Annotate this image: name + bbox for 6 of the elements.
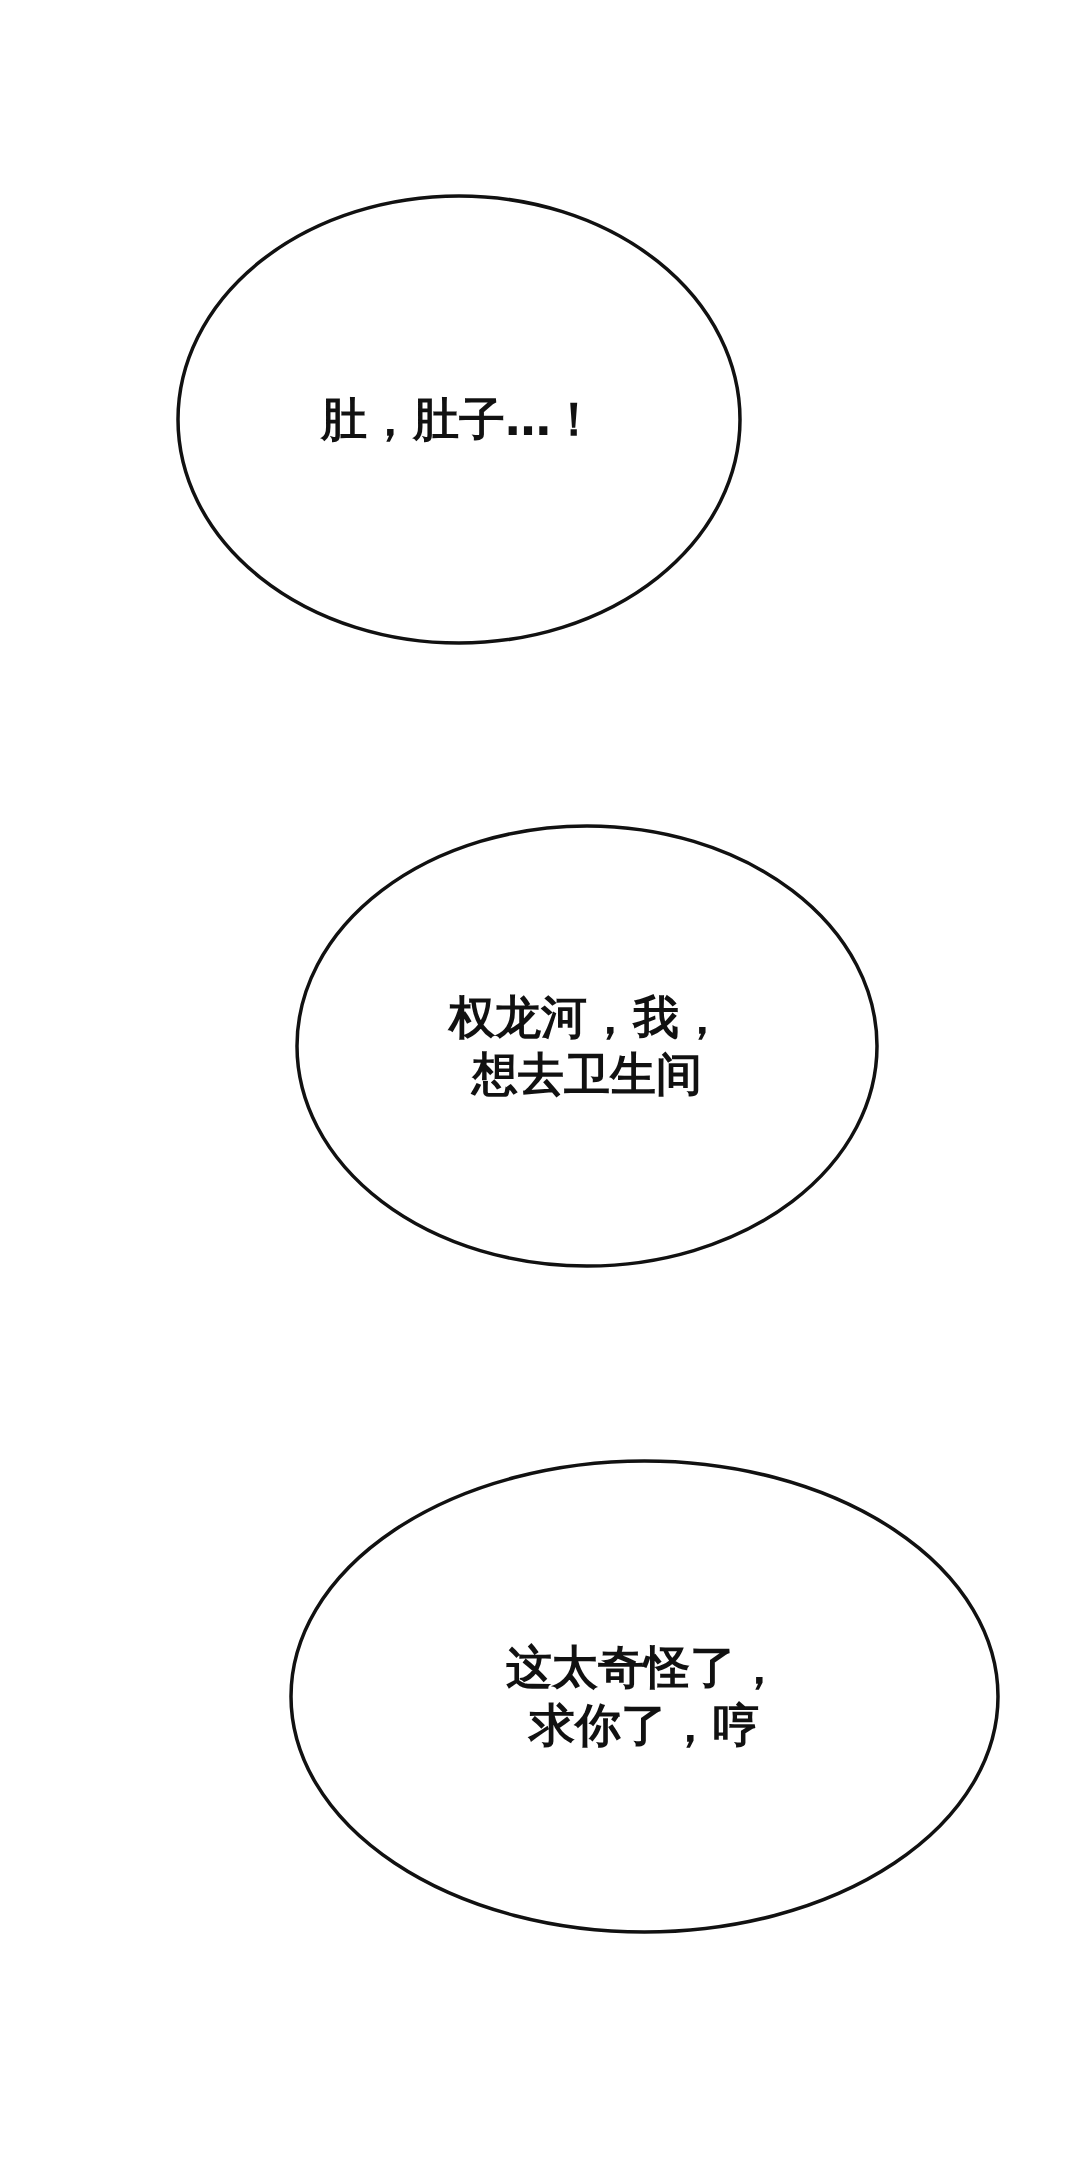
dialogue-text: 肚，肚子…！ [321, 390, 597, 448]
dialogue-text: 这太奇怪了，求你了，哼 [505, 1639, 784, 1754]
speech-bubble [176, 194, 742, 645]
speech-bubble [289, 1459, 1000, 1934]
speech-bubble [295, 824, 879, 1268]
dialogue-text: 权龙河，我，想去卫生间 [447, 988, 726, 1103]
